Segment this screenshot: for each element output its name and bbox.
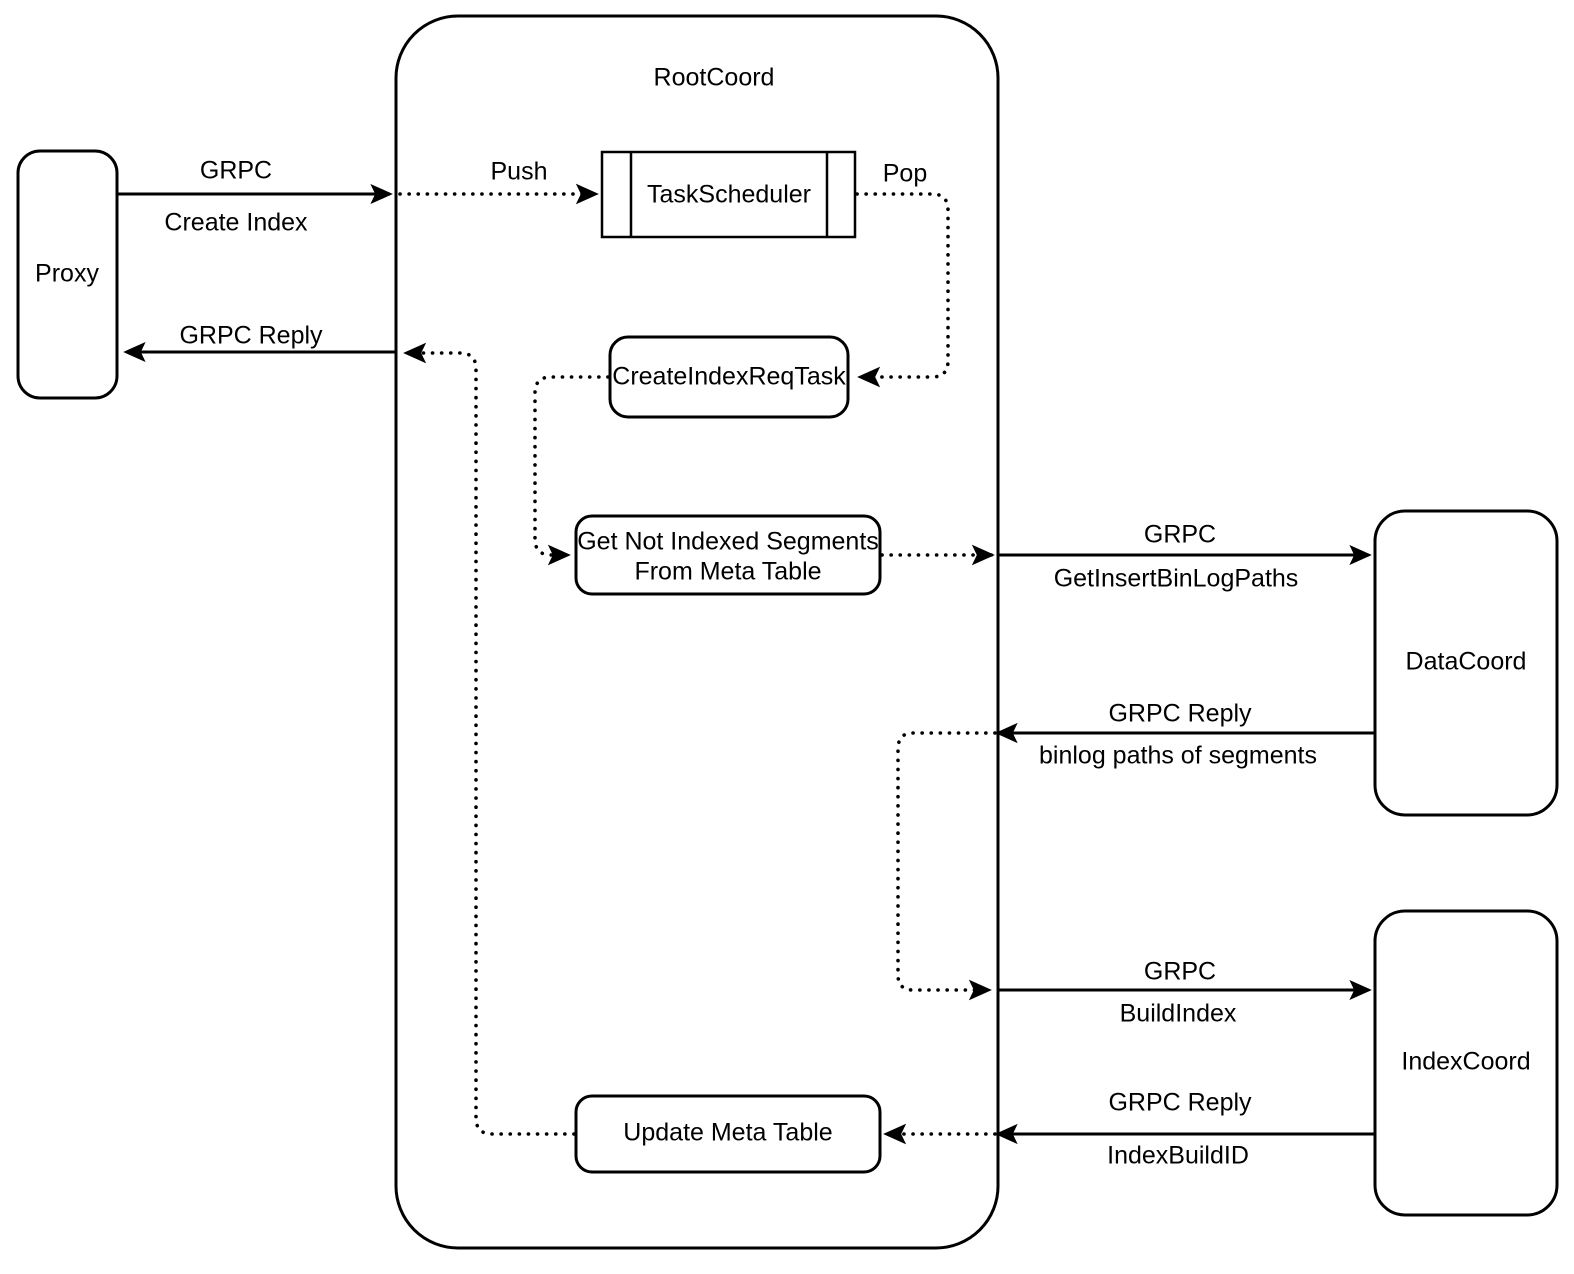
edge-proxy-to-rootcoord-label-1: GRPC [200,157,272,185]
edge-to-datacoord-label-2: GetInsertBinLogPaths [1054,565,1299,593]
node-task-scheduler[interactable] [600,150,857,239]
edge-pop-label: Pop [883,160,927,188]
node-task-scheduler-label: TaskScheduler [647,181,811,209]
node-create-index-req-task-label: CreateIndexReqTask [612,363,846,391]
node-update-meta-table-label: Update Meta Table [623,1119,832,1147]
edge-pop [855,192,950,388]
edge-from-datacoord-label-2: binlog paths of segments [1039,742,1317,770]
edge-to-datacoord-label-1: GRPC [1144,521,1216,549]
edge-to-indexcoord-label-2: BuildIndex [1120,1000,1237,1028]
edge-update-meta-to-reply [403,342,576,1136]
node-index-coord-label: IndexCoord [1401,1048,1530,1076]
node-proxy[interactable] [16,149,119,400]
node-update-meta-table[interactable] [574,1094,882,1174]
node-get-not-indexed-segments-label-line1: Get Not Indexed Segments [577,528,879,556]
rootcoord-label: RootCoord [654,64,775,92]
edge-rootcoord-to-proxy-label-1: GRPC Reply [179,322,323,350]
edge-to-indexcoord-label-1: GRPC [1144,958,1216,986]
node-data-coord-label: DataCoord [1406,648,1527,676]
edge-push-label: Push [491,158,548,186]
node-create-index-req-task[interactable] [608,335,850,419]
node-get-not-indexed-segments-label-line2: From Meta Table [634,558,821,586]
edge-task-to-get-segments [533,375,610,566]
node-data-coord[interactable] [1373,509,1559,817]
edge-from-datacoord-label-1: GRPC Reply [1108,700,1252,728]
node-get-not-indexed-segments[interactable] [574,514,882,596]
node-index-coord[interactable] [1373,909,1559,1217]
node-proxy-label: Proxy [35,260,99,288]
rootcoord-container [394,14,1000,1250]
edge-from-indexcoord-label-2: IndexBuildID [1107,1142,1249,1170]
edge-from-indexcoord-label-1: GRPC Reply [1108,1089,1252,1117]
edge-proxy-to-rootcoord-label-2: Create Index [164,209,308,237]
edge-binlog-to-buildindex [896,731,997,1001]
